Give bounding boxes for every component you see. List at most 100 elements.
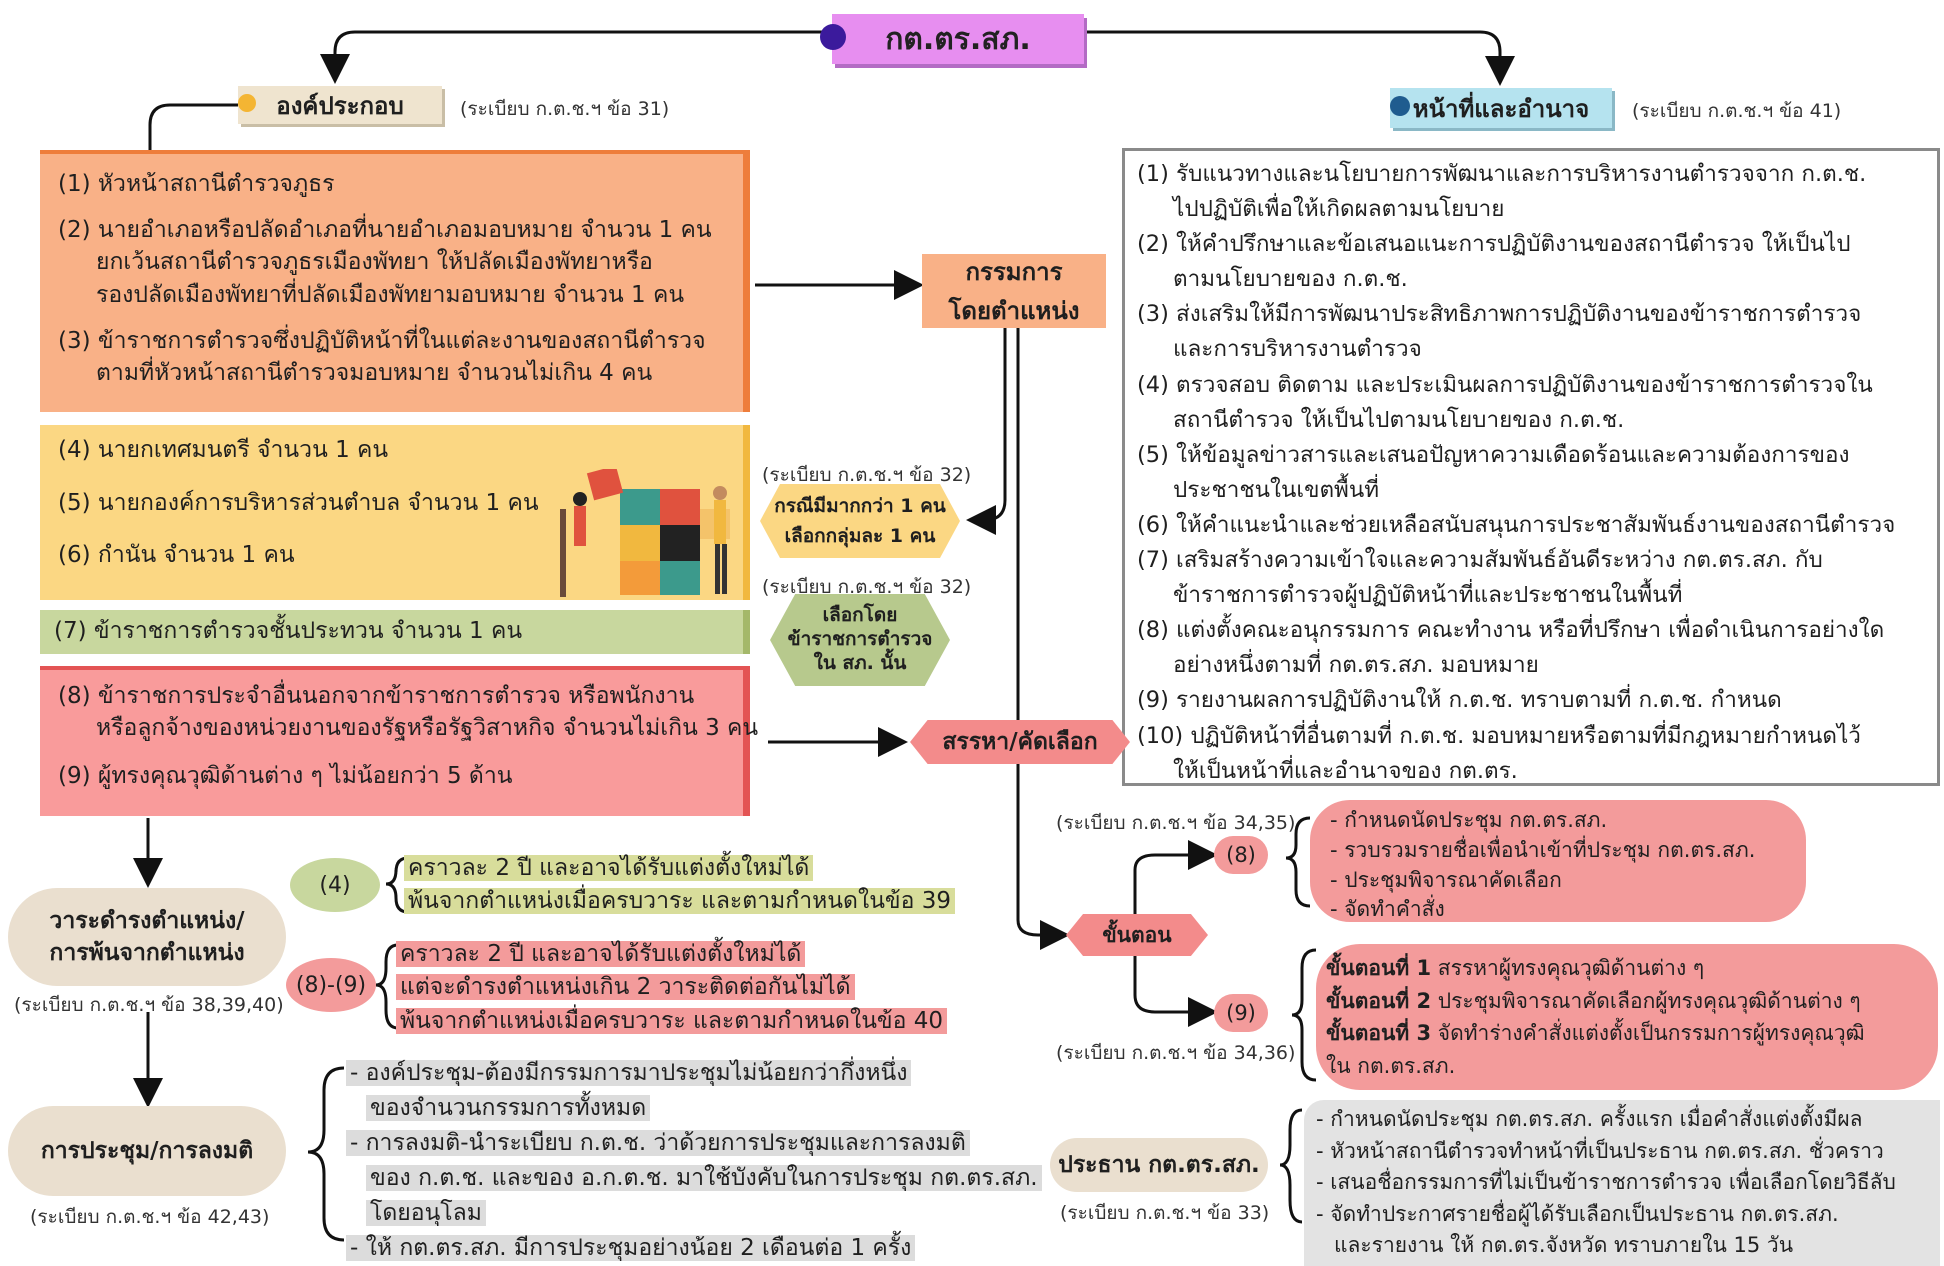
line-exofficio-to-case (966, 328, 1007, 535)
step8-item-3: - ประชุมพิจารณาคัดเลือก (1330, 867, 1562, 892)
ex-officio-box: กรรมการ โดยตำแหน่ง (922, 254, 1106, 328)
members-green-box: (7) ข้าราชการตำรวจชั้นประทวน จำนวน 1 คน (40, 610, 750, 654)
meeting-pill: การประชุม/การลงมติ (8, 1106, 286, 1196)
term-89-line-2: แต่จะดำรงตำแหน่งเกิน 2 วาระติดต่อกันไม่ไ… (396, 974, 855, 1001)
member-1-line-1: (1) หัวหน้าสถานีตำรวจภูธร (58, 171, 335, 197)
chairman-pill: ประธาน กต.ตร.สภ. (1050, 1138, 1268, 1192)
composition-dot (238, 94, 256, 112)
line-exofficio-to-proc (1016, 328, 1070, 950)
member-8-line-1: (8) ข้าราชการประจำอื่นนอกจากข้าราชการตำร… (58, 683, 695, 709)
brace-steps9 (1291, 948, 1317, 1082)
step9-item-1: ขั้นตอนที่ 1 สรรหาผู้ทรงคุณวุฒิด้านต่าง … (1326, 952, 1938, 985)
duty-10-line-1: (10) ปฏิบัติหน้าที่อื่นตามที่ ก.ต.ช. มอบ… (1137, 722, 1861, 749)
meeting-row-6: - ให้ กต.ตร.สภ. มีการประชุมอย่างน้อย 2 เ… (346, 1231, 1036, 1266)
member-3-line-2: ตามที่หัวหน้าสถานีตำรวจมอบหมาย จำนวนไม่เ… (96, 359, 653, 386)
line-title-right (1085, 30, 1515, 86)
brace-chairman (1279, 1108, 1303, 1224)
step9-item-3: ขั้นตอนที่ 3 จัดทำร่างคำสั่งแต่งตั้งเป็น… (1326, 1017, 1938, 1050)
step8-item-2: - รวบรวมรายชื่อเพื่อนำเข้าที่ประชุม กต.ต… (1330, 837, 1756, 862)
step9-item-1-heading: ขั้นตอนที่ 1 (1326, 956, 1432, 980)
police-select-hexagon: เลือกโดย ข้าราชการตำรวจ ใน สภ. นั้น (770, 594, 950, 686)
recruit-label: สรรหา/คัดเลือก (942, 729, 1098, 755)
step8-item-1: - กำหนดนัดประชุม กต.ตร.สภ. (1330, 808, 1608, 832)
member-2-line-3: รองปลัดเมืองพัทยาที่ปลัดเมืองพัทยามอบหมา… (96, 281, 685, 308)
chairman-ref: (ระเบียบ ก.ต.ช.ฯ ข้อ 33) (1060, 1202, 1270, 1224)
term-tag-4-text: (4) (319, 872, 351, 898)
step9-item-4: ใน กต.ตร.สภ. (1326, 1050, 1938, 1083)
chairman-line-5: และรายงาน ให้ กต.ตร.จังหวัด ทราบภายใน 15… (1334, 1233, 1794, 1257)
procedure-ref-8: (ระเบียบ ก.ต.ช.ฯ ข้อ 34,35) (1056, 812, 1296, 834)
meeting-line-4: ของ ก.ต.ช. และของ อ.ก.ต.ช. มาใช้บังคับใน… (366, 1164, 1042, 1191)
steps8-box: - กำหนดนัดประชุม กต.ตร.สภ. - รวบรวมรายชื่… (1310, 800, 1806, 922)
duty-9-line-1: (9) รายงานผลการปฏิบัติงานให้ ก.ต.ช. ทราบ… (1137, 687, 1782, 714)
duty-5-line-1: (5) ให้ข้อมูลข่าวสารและเสนอปัญหาความเดือ… (1137, 441, 1850, 468)
step8-item-4: - จัดทำคำสั่ง (1330, 897, 1445, 922)
chairman-label: ประธาน กต.ตร.สภ. (1058, 1152, 1260, 1178)
line-comp-left (148, 103, 238, 150)
member-2-line-2: ยกเว้นสถานีตำรวจภูธรเมืองพัทยา ให้ปลัดเม… (96, 249, 653, 276)
term-89-line-3: พ้นจากตำแหน่งเมื่อครบวาระ และตามกำหนดในข… (396, 1007, 948, 1034)
members-red-box: (8) ข้าราชการประจำอื่นนอกจากข้าราชการตำร… (40, 666, 759, 816)
duty-4-line-2: สถานีตำรวจ ให้เป็นไปตามนโยบายของ ก.ต.ช. (1173, 406, 1625, 433)
steps9-list: ขั้นตอนที่ 1 สรรหาผู้ทรงคุณวุฒิด้านต่าง … (1326, 952, 1938, 1082)
chairman-list: - กำหนดนัดประชุม กต.ตร.สภ. ครั้งแรก เมื่… (1316, 1104, 1940, 1262)
police-select-line-3: ใน สภ. นั้น (813, 651, 907, 674)
composition-ref: (ระเบียบ ก.ต.ช.ฯ ข้อ 31) (460, 98, 670, 120)
meeting-ref: (ระเบียบ ก.ต.ช.ฯ ข้อ 42,43) (30, 1206, 270, 1228)
procedure-tag-8-text: (8) (1226, 843, 1256, 867)
members-orange-box: (1) หัวหน้าสถานีตำรวจภูธร (2) นายอำเภอหรื… (40, 150, 750, 412)
duty-6-line-1: (6) ให้คำแนะนำและช่วยเหลือสนับสนุนการประ… (1137, 511, 1896, 538)
step9-item-1-text: สรรหาผู้ทรงคุณวุฒิด้านต่าง ๆ (1431, 956, 1705, 980)
term-line-2: การพ้นจากตำแหน่ง (49, 940, 245, 966)
chairman-line-1: - กำหนดนัดประชุม กต.ตร.สภ. ครั้งแรก เมื่… (1316, 1107, 1863, 1131)
procedure-label: ขั้นตอน (1102, 922, 1172, 947)
steps9-box: ขั้นตอนที่ 1 สรรหาผู้ทรงคุณวุฒิด้านต่าง … (1316, 944, 1938, 1090)
brace-term-89 (375, 943, 399, 1030)
duty-1-line-2: ไปปฏิบัติเพื่อให้เกิดผลตามนโยบาย (1173, 196, 1505, 223)
duty-3-line-2: และการบริหารงานตำรวจ (1173, 336, 1422, 363)
duty-2-line-2: ตามนโยบายของ ก.ต.ช. (1173, 266, 1408, 293)
duties-list: (1) รับแนวทางและนโยบายการพัฒนาและการบริห… (1137, 157, 1929, 789)
meeting-line-3: - การลงมติ-นำระเบียบ ก.ต.ช. ว่าด้วยการปร… (346, 1129, 970, 1156)
step9-item-2: ขั้นตอนที่ 2 ประชุมพิจารณาคัดเลือกผู้ทรง… (1326, 985, 1938, 1018)
procedure-tag-8: (8) (1214, 836, 1268, 874)
ex-officio-line-1: กรรมการ (965, 258, 1063, 286)
term-ref: (ระเบียบ ก.ต.ช.ฯ ข้อ 38,39,40) (14, 994, 284, 1016)
term-text-4: คราวละ 2 ปี และอาจได้รับแต่งตั้งใหม่ได้ … (404, 852, 956, 919)
recruit-box: สรรหา/คัดเลือก (910, 720, 1130, 764)
case-group-line-2: เลือกกลุ่มละ 1 คน (784, 525, 936, 547)
member-8-line-2: หรือลูกจ้างของหน่วยงานของรัฐหรือรัฐวิสาห… (96, 715, 759, 742)
meeting-row-1: - องค์ประชุม-ต้องมีกรรมการมาประชุมไม่น้อ… (346, 1056, 1036, 1091)
duty-1-line-1: (1) รับแนวทางและนโยบายการพัฒนาและการบริห… (1137, 161, 1867, 187)
steps8-list: - กำหนดนัดประชุม กต.ตร.สภ. - รวบรวมรายชื่… (1330, 806, 1806, 925)
duty-7-line-2: ข้าราชการตำรวจผู้ปฏิบัติหน้าที่และประชาช… (1173, 582, 1683, 609)
duty-5-line-2: ประชาชนในเขตพื้นที่ (1173, 476, 1380, 503)
case-group-ref: (ระเบียบ ก.ต.ช.ฯ ข้อ 32) (762, 464, 972, 486)
member-2-line-1: (2) นายอำเภอหรือปลัดอำเภอที่นายอำเภอมอบห… (58, 217, 712, 244)
term-4-line-1: คราวละ 2 ปี และอาจได้รับแต่งตั้งใหม่ได้ (404, 855, 814, 881)
chairman-box: - กำหนดนัดประชุม กต.ตร.สภ. ครั้งแรก เมื่… (1304, 1100, 1940, 1266)
term-tag-89-text: (8)-(9) (295, 972, 367, 998)
members-orange-list: (1) หัวหน้าสถานีตำรวจภูธร (2) นายอำเภอหรื… (58, 168, 733, 389)
step9-item-3-text: จัดทำร่างคำสั่งแต่งตั้งเป็นกรรมการผู้ทรง… (1431, 1021, 1865, 1046)
duty-2-line-1: (2) ให้คำปรึกษาและข้อเสนอแนะการปฏิบัติงา… (1137, 231, 1851, 258)
duties-dot (1390, 96, 1410, 116)
meeting-row-5: โดยอนุโลม (346, 1196, 1036, 1231)
police-select-ref: (ระเบียบ ก.ต.ช.ฯ ข้อ 32) (762, 576, 972, 598)
step9-item-2-text: ประชุมพิจารณาคัดเลือกผู้ทรงคุณวุฒิด้านต่… (1431, 988, 1861, 1013)
member-4: (4) นายกเทศมนตรี จำนวน 1 คน (58, 437, 389, 463)
duty-3-line-1: (3) ส่งเสริมให้มีการพัฒนาประสิทธิภาพการป… (1137, 301, 1862, 328)
term-line-1: วาระดำรงตำแหน่ง/ (49, 907, 245, 934)
meeting-list: - องค์ประชุม-ต้องมีกรรมการมาประชุมไม่น้อ… (346, 1056, 1042, 1266)
duties-label: หน้าที่และอำนาจ (1412, 94, 1590, 123)
meeting-row-2: ของจำนวนกรรมการทั้งหมด (346, 1091, 1036, 1126)
term-pill: วาระดำรงตำแหน่ง/ การพ้นจากตำแหน่ง (8, 888, 286, 986)
members-red-list: (8) ข้าราชการประจำอื่นนอกจากข้าราชการตำร… (58, 680, 759, 793)
term-tag-89: (8)-(9) (286, 958, 376, 1012)
procedure-tag-9: (9) (1214, 994, 1268, 1032)
member-7: (7) ข้าราชการตำรวจชั้นประทวน จำนวน 1 คน (54, 618, 523, 644)
step9-item-4-text: ใน กต.ตร.สภ. (1326, 1053, 1456, 1078)
puzzle-people-illustration (560, 469, 730, 597)
meeting-box: - องค์ประชุม-ต้องมีกรรมการมาประชุมไม่น้อ… (346, 1056, 1042, 1266)
case-group-hexagon: กรณีมีมากกว่า 1 คน เลือกกลุ่มละ 1 คน (760, 484, 960, 558)
